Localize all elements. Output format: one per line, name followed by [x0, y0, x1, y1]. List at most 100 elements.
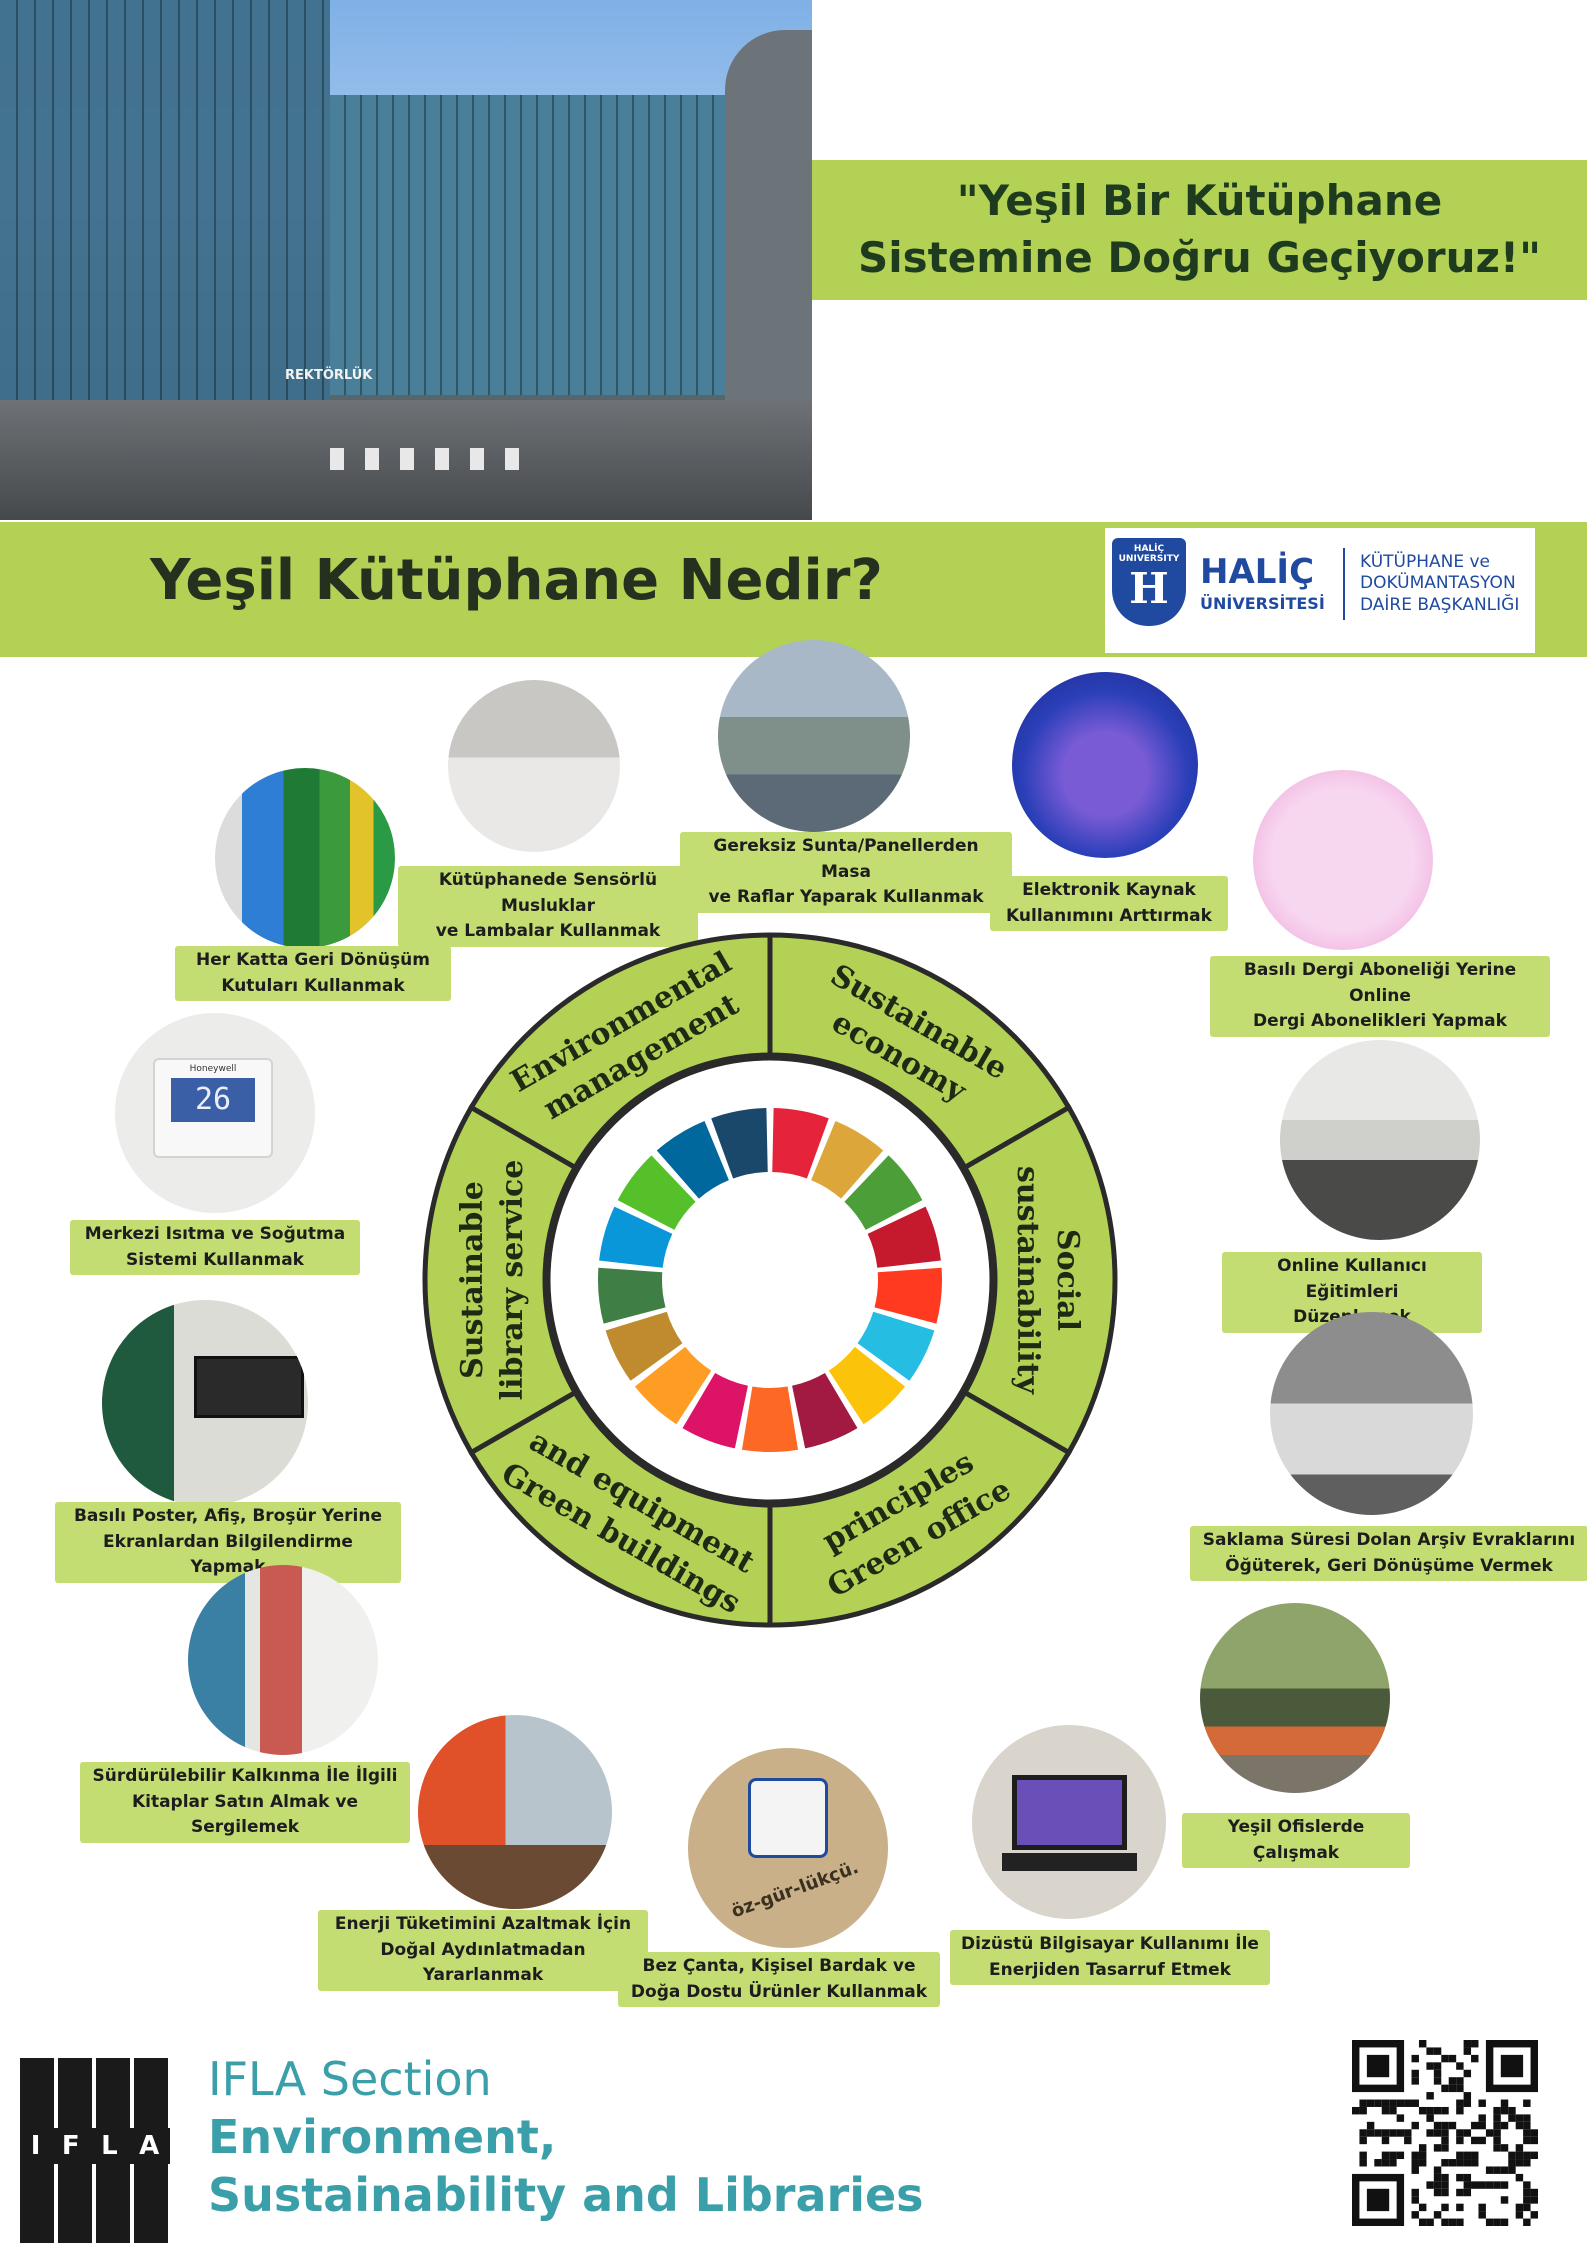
qr-module: [1515, 2121, 1524, 2130]
qr-module: [1485, 2181, 1494, 2189]
qr-module: [1508, 2166, 1516, 2174]
qr-module: [1463, 2069, 1472, 2078]
thermostat-photo: Honeywell 26: [115, 1013, 315, 1213]
info-screen-photo: [102, 1300, 308, 1506]
qr-module: [1523, 2099, 1531, 2107]
qr-module: [1381, 2099, 1390, 2107]
department-name: KÜTÜPHANE ve DOKÜMANTASYON DAİRE BAŞKANL…: [1360, 552, 1519, 616]
qr-module: [1523, 2151, 1531, 2160]
qr-module: [1485, 2218, 1494, 2226]
wheel-segment: [467, 1389, 773, 1628]
sdg-segment: [682, 1372, 748, 1449]
qr-module: [1515, 2203, 1524, 2212]
qr-module: [1456, 2062, 1464, 2070]
laptop-photo: [972, 1725, 1166, 1919]
qr-module: [1381, 2129, 1390, 2137]
qr-module: [1374, 2159, 1382, 2167]
sdg-segment: [599, 1206, 673, 1268]
sdg-segment: [844, 1155, 923, 1230]
qr-module: [1456, 2099, 1464, 2107]
qr-module: [1411, 2196, 1419, 2204]
quote-line-2: Sistemine Doğru Geçiyoruz!": [858, 233, 1541, 282]
qr-module: [1493, 2121, 1501, 2130]
qr-module: [1433, 2129, 1442, 2137]
qr-module: [1441, 2188, 1449, 2197]
qr-module: [1374, 2099, 1382, 2107]
qr-code[interactable]: [1352, 2040, 1538, 2226]
ifla-letter: A: [139, 2131, 160, 2161]
qr-module: [1523, 2129, 1531, 2137]
qr-module: [1433, 2069, 1442, 2078]
qr-module: [1418, 2159, 1427, 2167]
qr-module: [1389, 2151, 1397, 2160]
qr-module: [1411, 2121, 1419, 2130]
qr-module: [1441, 2203, 1449, 2212]
user-training-photo: [1280, 1040, 1480, 1240]
qr-module: [1426, 2181, 1434, 2189]
qr-module: [1426, 2129, 1434, 2137]
qr-module: [1500, 2181, 1509, 2189]
qr-module: [1493, 2181, 1501, 2189]
qr-module: [1493, 2106, 1501, 2115]
qr-module: [1418, 2203, 1427, 2212]
building-sign: REKTÖRLÜK: [285, 368, 373, 383]
qr-module: [1418, 2040, 1427, 2048]
qr-module: [1456, 2218, 1464, 2226]
qr-module: [1471, 2054, 1479, 2063]
qr-module: [1456, 2077, 1464, 2085]
qr-module: [1411, 2077, 1419, 2085]
qr-module: [1411, 2069, 1419, 2078]
qr-module: [1463, 2099, 1472, 2107]
qr-module: [1433, 2062, 1442, 2070]
qr-module: [1359, 2151, 1367, 2160]
qr-module: [1404, 2129, 1412, 2137]
page-title: Yeşil Kütüphane Nedir?: [150, 548, 883, 613]
qr-module: [1441, 2129, 1449, 2137]
wheel-segment-label: sustainability: [1010, 1166, 1045, 1396]
natural-light-room-photo: [418, 1715, 612, 1909]
qr-module: [1471, 2181, 1479, 2189]
qr-module: [1426, 2062, 1434, 2070]
shield-text: HALİÇ UNIVERSITY: [1118, 544, 1180, 564]
shield-icon: HALİÇ UNIVERSITY H: [1112, 538, 1186, 626]
dept-line-3: DAİRE BAŞKANLIĞI: [1360, 594, 1520, 615]
qr-module: [1448, 2077, 1457, 2085]
qr-module: [1396, 2129, 1405, 2137]
sdg-segment: [741, 1386, 799, 1452]
wheel-segment-label: library service: [495, 1160, 530, 1401]
qr-module: [1530, 2211, 1538, 2219]
qr-module: [1478, 2211, 1486, 2219]
qr-module: [1366, 2099, 1375, 2107]
qr-module: [1426, 2218, 1434, 2226]
qr-module: [1456, 2203, 1464, 2212]
qr-module: [1441, 2136, 1449, 2145]
wheel-segment: [422, 1104, 579, 1456]
qr-module: [1523, 2121, 1531, 2130]
qr-module: [1493, 2136, 1501, 2145]
quote-line-1: "Yeşil Bir Kütüphane: [956, 176, 1443, 226]
qr-module: [1478, 2136, 1486, 2145]
qr-module: [1389, 2129, 1397, 2137]
qr-module: [1396, 2114, 1405, 2122]
qr-module: [1471, 2159, 1479, 2167]
qr-module: [1448, 2218, 1457, 2226]
sdg-segment: [656, 1120, 729, 1199]
wheel-segment-label: Social: [1050, 1229, 1085, 1331]
qr-module: [1478, 2099, 1486, 2107]
wheel-segment-label: Sustainable: [455, 1181, 490, 1379]
qr-module: [1359, 2099, 1367, 2107]
dept-line-1: KÜTÜPHANE ve: [1360, 552, 1491, 572]
qr-module: [1500, 2196, 1509, 2204]
qr-module: [1418, 2144, 1427, 2152]
crosswalk-stripe: [470, 448, 484, 470]
qr-module: [1359, 2129, 1367, 2137]
qr-module: [1463, 2040, 1472, 2048]
qr-module: [1433, 2173, 1442, 2182]
qr-module: [1456, 2173, 1464, 2182]
